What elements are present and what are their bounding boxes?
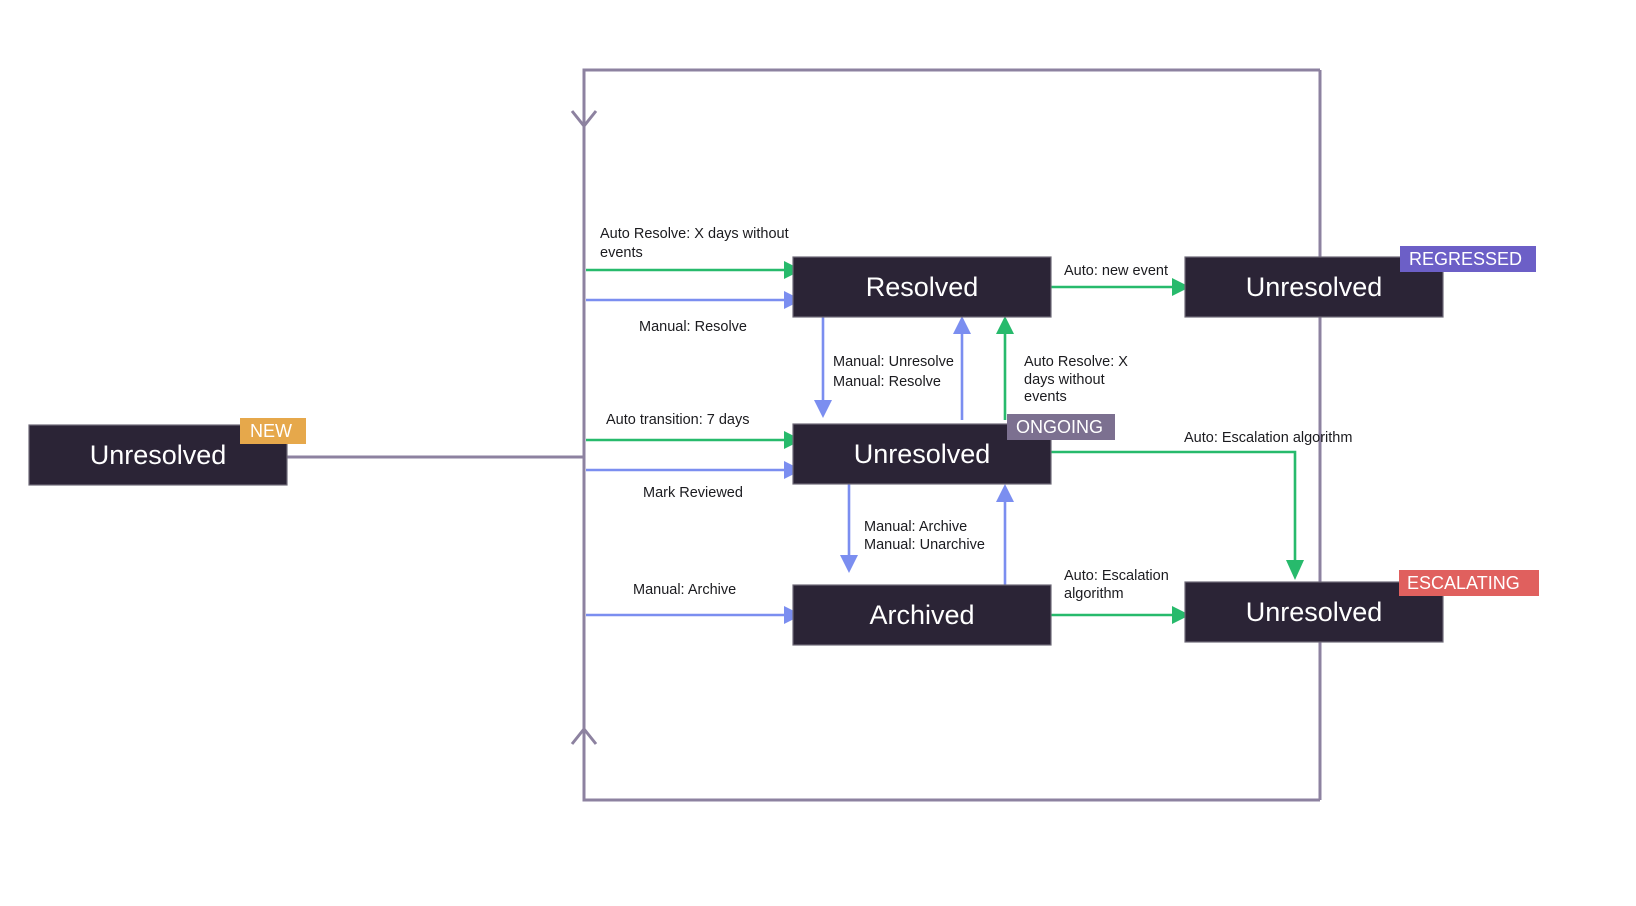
edge-label-auto-resolve-up-l2: days without xyxy=(1024,372,1105,388)
edges-resolved-regressed xyxy=(1051,278,1190,296)
edge-manual-unresolve-arrow-icon xyxy=(814,400,832,418)
edge-auto-escalation-top-arrow-icon xyxy=(1286,560,1304,580)
edge-label-auto-escalation-bottom-l1: Auto: Escalation xyxy=(1064,568,1169,584)
routing-arrowhead-down-icon xyxy=(570,110,598,129)
edge-auto-new-event-arrow-icon xyxy=(1172,278,1190,296)
edge-labels-group: Auto Resolve: X days without events Manu… xyxy=(600,226,1352,602)
node-label-new: Unresolved xyxy=(90,440,227,470)
edge-label-auto-resolve-l2: events xyxy=(600,245,643,261)
edge-label-auto-new-event: Auto: new event xyxy=(1064,263,1168,279)
routing-edges-group xyxy=(287,68,1322,802)
edge-label-auto-escalation-bottom-l2: algorithm xyxy=(1064,586,1124,602)
edge-manual-resolve-up-arrow-icon xyxy=(953,316,971,334)
node-box-resolved[interactable] xyxy=(792,256,1052,318)
edge-label-manual-unresolve-mid: Manual: Unresolve xyxy=(833,354,954,370)
edge-auto-escalation-bottom-arrow-icon xyxy=(1172,606,1190,624)
edge-label-auto-resolve-l1: Auto Resolve: X days without xyxy=(600,226,789,242)
edge-auto-resolve-up-arrow-icon xyxy=(996,316,1014,334)
status-badge-escalating: ESCALATING xyxy=(1399,570,1539,596)
node-box-archived[interactable] xyxy=(792,584,1052,646)
edges-ongoing-escalating-top xyxy=(1051,450,1304,580)
edges-archived-escalating xyxy=(1051,606,1190,624)
edge-label-mark-reviewed: Mark Reviewed xyxy=(643,485,743,501)
node-label-archived: Archived xyxy=(869,600,974,630)
edge-label-manual-resolve: Manual: Resolve xyxy=(639,319,747,335)
edge-label-manual-archive-mid: Manual: Archive xyxy=(864,519,967,535)
edge-auto-escalation-top-line xyxy=(1051,450,1297,560)
node-resolved[interactable]: Resolved xyxy=(792,256,1052,318)
edges-to-resolved xyxy=(586,261,802,309)
routing-edge-top-loop xyxy=(582,68,1320,457)
badge-rect-ongoing xyxy=(1007,414,1115,440)
edges-to-archived xyxy=(586,606,802,624)
edge-label-manual-unarchive-mid: Manual: Unarchive xyxy=(864,537,985,553)
edge-label-auto-transition: Auto transition: 7 days xyxy=(606,412,749,428)
status-badge-new: NEW xyxy=(240,418,306,444)
badge-rect-regressed xyxy=(1400,246,1536,272)
routing-arrowhead-up-icon xyxy=(570,726,598,745)
edge-label-auto-resolve-up-l3: events xyxy=(1024,389,1067,405)
node-label-escalating: Unresolved xyxy=(1246,597,1383,627)
badge-label-ongoing: ONGOING xyxy=(1016,417,1103,437)
badge-rect-escalating xyxy=(1399,570,1539,596)
node-label-ongoing: Unresolved xyxy=(854,439,991,469)
edge-manual-unarchive-arrow-icon xyxy=(996,484,1014,502)
edges-resolved-ongoing xyxy=(814,316,1014,420)
badge-rect-new xyxy=(240,418,306,444)
edge-label-manual-archive-left: Manual: Archive xyxy=(633,582,736,598)
edge-manual-archive-mid-arrow-icon xyxy=(840,555,858,573)
node-archived[interactable]: Archived xyxy=(792,584,1052,646)
badge-label-new: NEW xyxy=(250,421,292,441)
status-badge-regressed: REGRESSED xyxy=(1400,246,1536,272)
badge-label-regressed: REGRESSED xyxy=(1409,249,1522,269)
edge-label-auto-escalation-top: Auto: Escalation algorithm xyxy=(1184,430,1352,446)
node-label-regressed: Unresolved xyxy=(1246,272,1383,302)
edges-ongoing-archived xyxy=(840,484,1014,586)
badge-label-escalating: ESCALATING xyxy=(1407,573,1520,593)
edge-label-auto-resolve-up-l1: Auto Resolve: X xyxy=(1024,354,1128,370)
edges-to-ongoing xyxy=(586,431,802,479)
edge-label-manual-resolve-mid: Manual: Resolve xyxy=(833,374,941,390)
routing-edge-bottom-loop xyxy=(582,457,1320,802)
status-badge-ongoing: ONGOING xyxy=(1007,414,1115,440)
node-label-resolved: Resolved xyxy=(866,272,979,302)
